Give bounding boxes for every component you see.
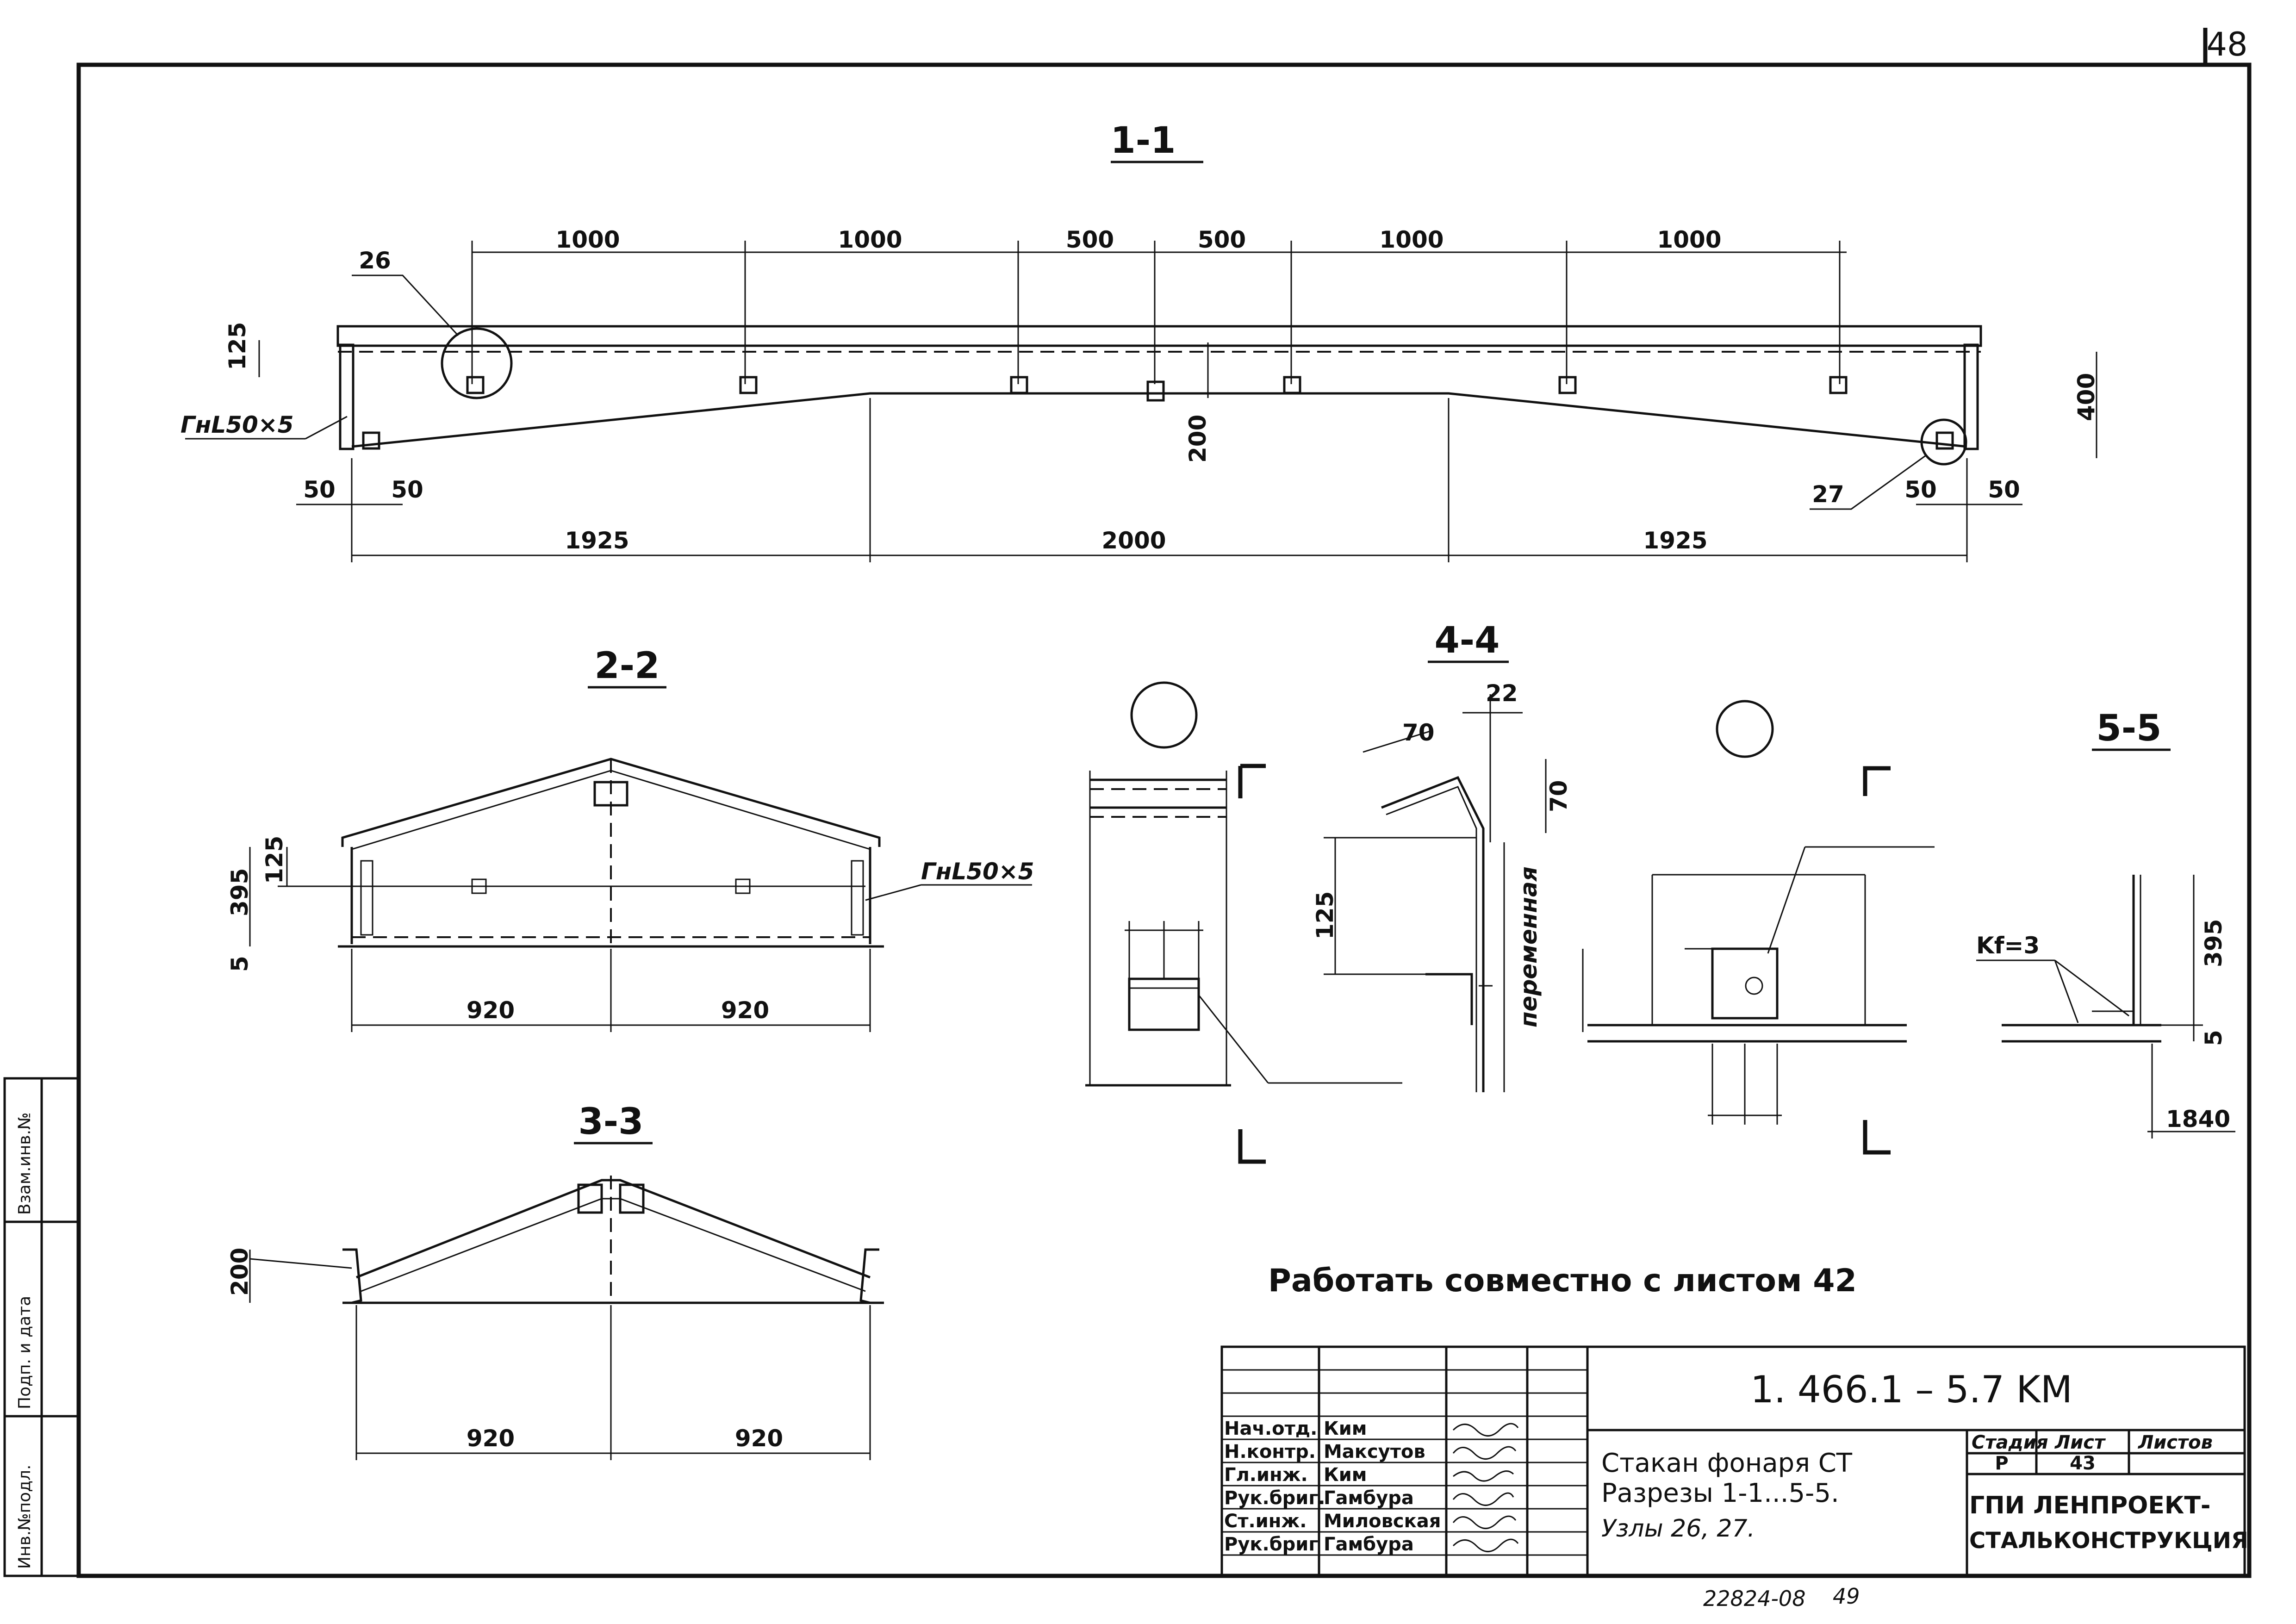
s11-dim-bottom-3: 1925: [1643, 527, 1707, 554]
s11-angle-label: ГнL50×5: [180, 411, 294, 438]
desc-line-1: Стакан фонаря СТ: [1601, 1448, 1853, 1478]
node-27-detail: [1582, 700, 1935, 1155]
section-5-5-title: 5-5: [2097, 708, 2162, 749]
desc-line-3: Узлы 26, 27.: [1601, 1515, 1755, 1543]
doc-code: 1. 466.1 – 5.7 KM: [1750, 1368, 2072, 1411]
section-3-3-title: 3-3: [579, 1101, 644, 1143]
desc-line-2: Разрезы 1-1...5-5.: [1601, 1478, 1839, 1508]
role-5: Ст.инж.: [1224, 1511, 1307, 1532]
s11-dim-top-4: 500: [1198, 226, 1246, 253]
side-stamp-inv: Инв.№подл.: [15, 1465, 34, 1569]
section-5-5: 5-5 Kf=3 395 5 1840: [1976, 708, 2235, 1139]
s44-dim-70a: 70: [1402, 719, 1435, 746]
s11-dim-200: 200: [1184, 415, 1211, 463]
s11-dim-top-5: 1000: [1379, 226, 1444, 253]
role-2: Н.контр.: [1224, 1441, 1316, 1462]
section-1-1: 1-1 1000: [180, 120, 2100, 562]
s11-dim-bottom-2: 2000: [1101, 527, 1166, 554]
section-2-2-title: 2-2: [595, 645, 660, 687]
s11-dim-top-6: 1000: [1657, 226, 1721, 253]
role-3: Гл.инж.: [1224, 1464, 1308, 1486]
s44-variable: переменная: [1515, 866, 1542, 1027]
role-6: Рук.бриг: [1224, 1534, 1318, 1555]
s22-dim-left: 920: [467, 997, 515, 1024]
name-5: Миловская: [1324, 1511, 1441, 1532]
s11-dim-125: 125: [224, 322, 251, 370]
section-4-4-title: 4-4: [1435, 620, 1500, 661]
org-line-2: СТАЛЬКОНСТРУКЦИЯ: [1969, 1528, 2248, 1554]
section-2-2: 2-2 395 125 5 920 920 ГнL50×5: [226, 645, 1034, 1032]
name-3: Ким: [1324, 1464, 1367, 1486]
s33-dim-right: 920: [735, 1425, 783, 1452]
s44-dim-70b: 70: [1545, 780, 1572, 812]
s11-dim-top-2: 1000: [838, 226, 902, 253]
name-4: Гамбура: [1324, 1487, 1414, 1509]
s33-dim-200: 200: [226, 1248, 253, 1296]
s33-dim-left: 920: [467, 1425, 515, 1452]
s55-dim-395: 395: [2200, 919, 2227, 967]
sheet-value: 43: [2070, 1453, 2096, 1474]
s44-dim-22: 22: [1486, 680, 1518, 707]
role-4: Рук.бриг.: [1224, 1487, 1325, 1509]
s11-dim-400: 400: [2073, 373, 2100, 421]
sheets-label: Листов: [2138, 1432, 2213, 1453]
name-1: Ким: [1324, 1418, 1367, 1439]
s55-dim-1840: 1840: [2166, 1106, 2230, 1132]
general-note: Работать совместно с листом 42: [1268, 1263, 1857, 1299]
s22-angle-label: ГнL50×5: [921, 858, 1034, 885]
org-line-1: ГПИ ЛЕНПРОЕКТ-: [1969, 1492, 2210, 1519]
bottom-num: 49: [1833, 1584, 1860, 1609]
stage-value: Р: [1995, 1453, 2008, 1474]
side-stamp-sign: Подп. и дата: [15, 1296, 34, 1409]
section-1-1-title: 1-1: [1111, 120, 1176, 162]
s11-edge-dim-4: 50: [1988, 476, 2020, 503]
s22-dim-right: 920: [721, 997, 769, 1024]
signatures: [1452, 1423, 1519, 1552]
s11-edge-dim-2: 50: [391, 476, 423, 503]
name-2: Максутов: [1324, 1441, 1425, 1462]
section-4-4: 4-4 22 70 70 125 переменная: [1312, 620, 1572, 1092]
sheet-number: 48: [2206, 25, 2247, 63]
s11-edge-dim-3: 50: [1904, 476, 1937, 503]
stage-label: Стадия: [1972, 1432, 2048, 1453]
s55-dim-5: 5: [2200, 1030, 2227, 1046]
s55-kf: Kf=3: [1976, 932, 2040, 959]
title-block-rows: [1222, 1415, 1587, 1556]
title-block: Нач.отд. Н.контр. Гл.инж. Рук.бриг. Ст.и…: [1220, 1345, 2248, 1577]
s22-dim-395: 395: [226, 868, 253, 916]
side-stamp: Инв.№подл. Подп. и дата Взам.инв.№: [3, 1077, 80, 1577]
node-26-detail: [1085, 681, 1402, 1164]
s44-dim-125: 125: [1312, 891, 1338, 940]
s11-dim-top-1: 1000: [555, 226, 620, 253]
s11-node-27: 27: [1812, 481, 1844, 508]
side-stamp-repl: Взам.инв.№: [15, 1112, 34, 1215]
role-1: Нач.отд.: [1224, 1418, 1317, 1439]
section-3-3: 3-3 200 920 920: [226, 1101, 884, 1460]
sheet-label: Лист: [2054, 1432, 2106, 1453]
s11-dim-bottom-1: 1925: [565, 527, 629, 554]
s11-dim-top-3: 500: [1066, 226, 1114, 253]
name-6: Гамбура: [1324, 1534, 1414, 1555]
s11-node-26: 26: [359, 247, 391, 274]
s22-dim-5: 5: [226, 956, 253, 972]
s22-dim-125: 125: [261, 836, 288, 884]
bottom-code: 22824-08: [1703, 1586, 1805, 1611]
s11-edge-dim-1: 50: [303, 476, 336, 503]
s11-bolts: [362, 376, 1954, 450]
sheet-frame: [76, 28, 2252, 1578]
